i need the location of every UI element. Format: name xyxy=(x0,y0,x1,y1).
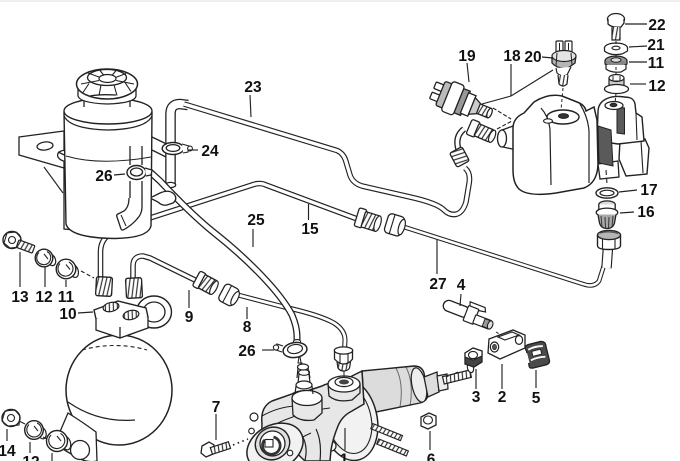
svg-text:2: 2 xyxy=(498,389,507,406)
svg-text:16: 16 xyxy=(637,204,655,221)
svg-text:24: 24 xyxy=(201,143,219,160)
svg-text:6: 6 xyxy=(427,452,436,461)
svg-text:3: 3 xyxy=(472,389,481,406)
svg-text:12: 12 xyxy=(22,454,39,461)
svg-text:26: 26 xyxy=(95,168,113,185)
svg-text:27: 27 xyxy=(429,276,446,293)
svg-text:7: 7 xyxy=(212,399,221,416)
svg-text:15: 15 xyxy=(301,221,319,238)
svg-text:11: 11 xyxy=(58,289,75,306)
svg-text:10: 10 xyxy=(59,306,76,323)
svg-text:11: 11 xyxy=(648,55,665,72)
svg-text:21: 21 xyxy=(647,37,665,54)
svg-text:20: 20 xyxy=(524,49,541,66)
svg-text:13: 13 xyxy=(11,289,29,306)
svg-text:23: 23 xyxy=(244,79,262,96)
svg-text:5: 5 xyxy=(532,390,541,407)
svg-text:19: 19 xyxy=(458,48,476,65)
svg-text:12: 12 xyxy=(35,289,52,306)
svg-text:8: 8 xyxy=(243,319,252,336)
svg-text:9: 9 xyxy=(185,309,194,326)
svg-text:1: 1 xyxy=(340,452,349,461)
svg-text:18: 18 xyxy=(503,48,521,65)
svg-text:14: 14 xyxy=(0,443,16,460)
svg-text:4: 4 xyxy=(457,277,466,294)
svg-text:26: 26 xyxy=(238,343,256,360)
svg-text:22: 22 xyxy=(648,17,665,34)
svg-text:17: 17 xyxy=(640,182,657,199)
svg-text:25: 25 xyxy=(247,212,265,229)
svg-text:12: 12 xyxy=(648,78,665,95)
